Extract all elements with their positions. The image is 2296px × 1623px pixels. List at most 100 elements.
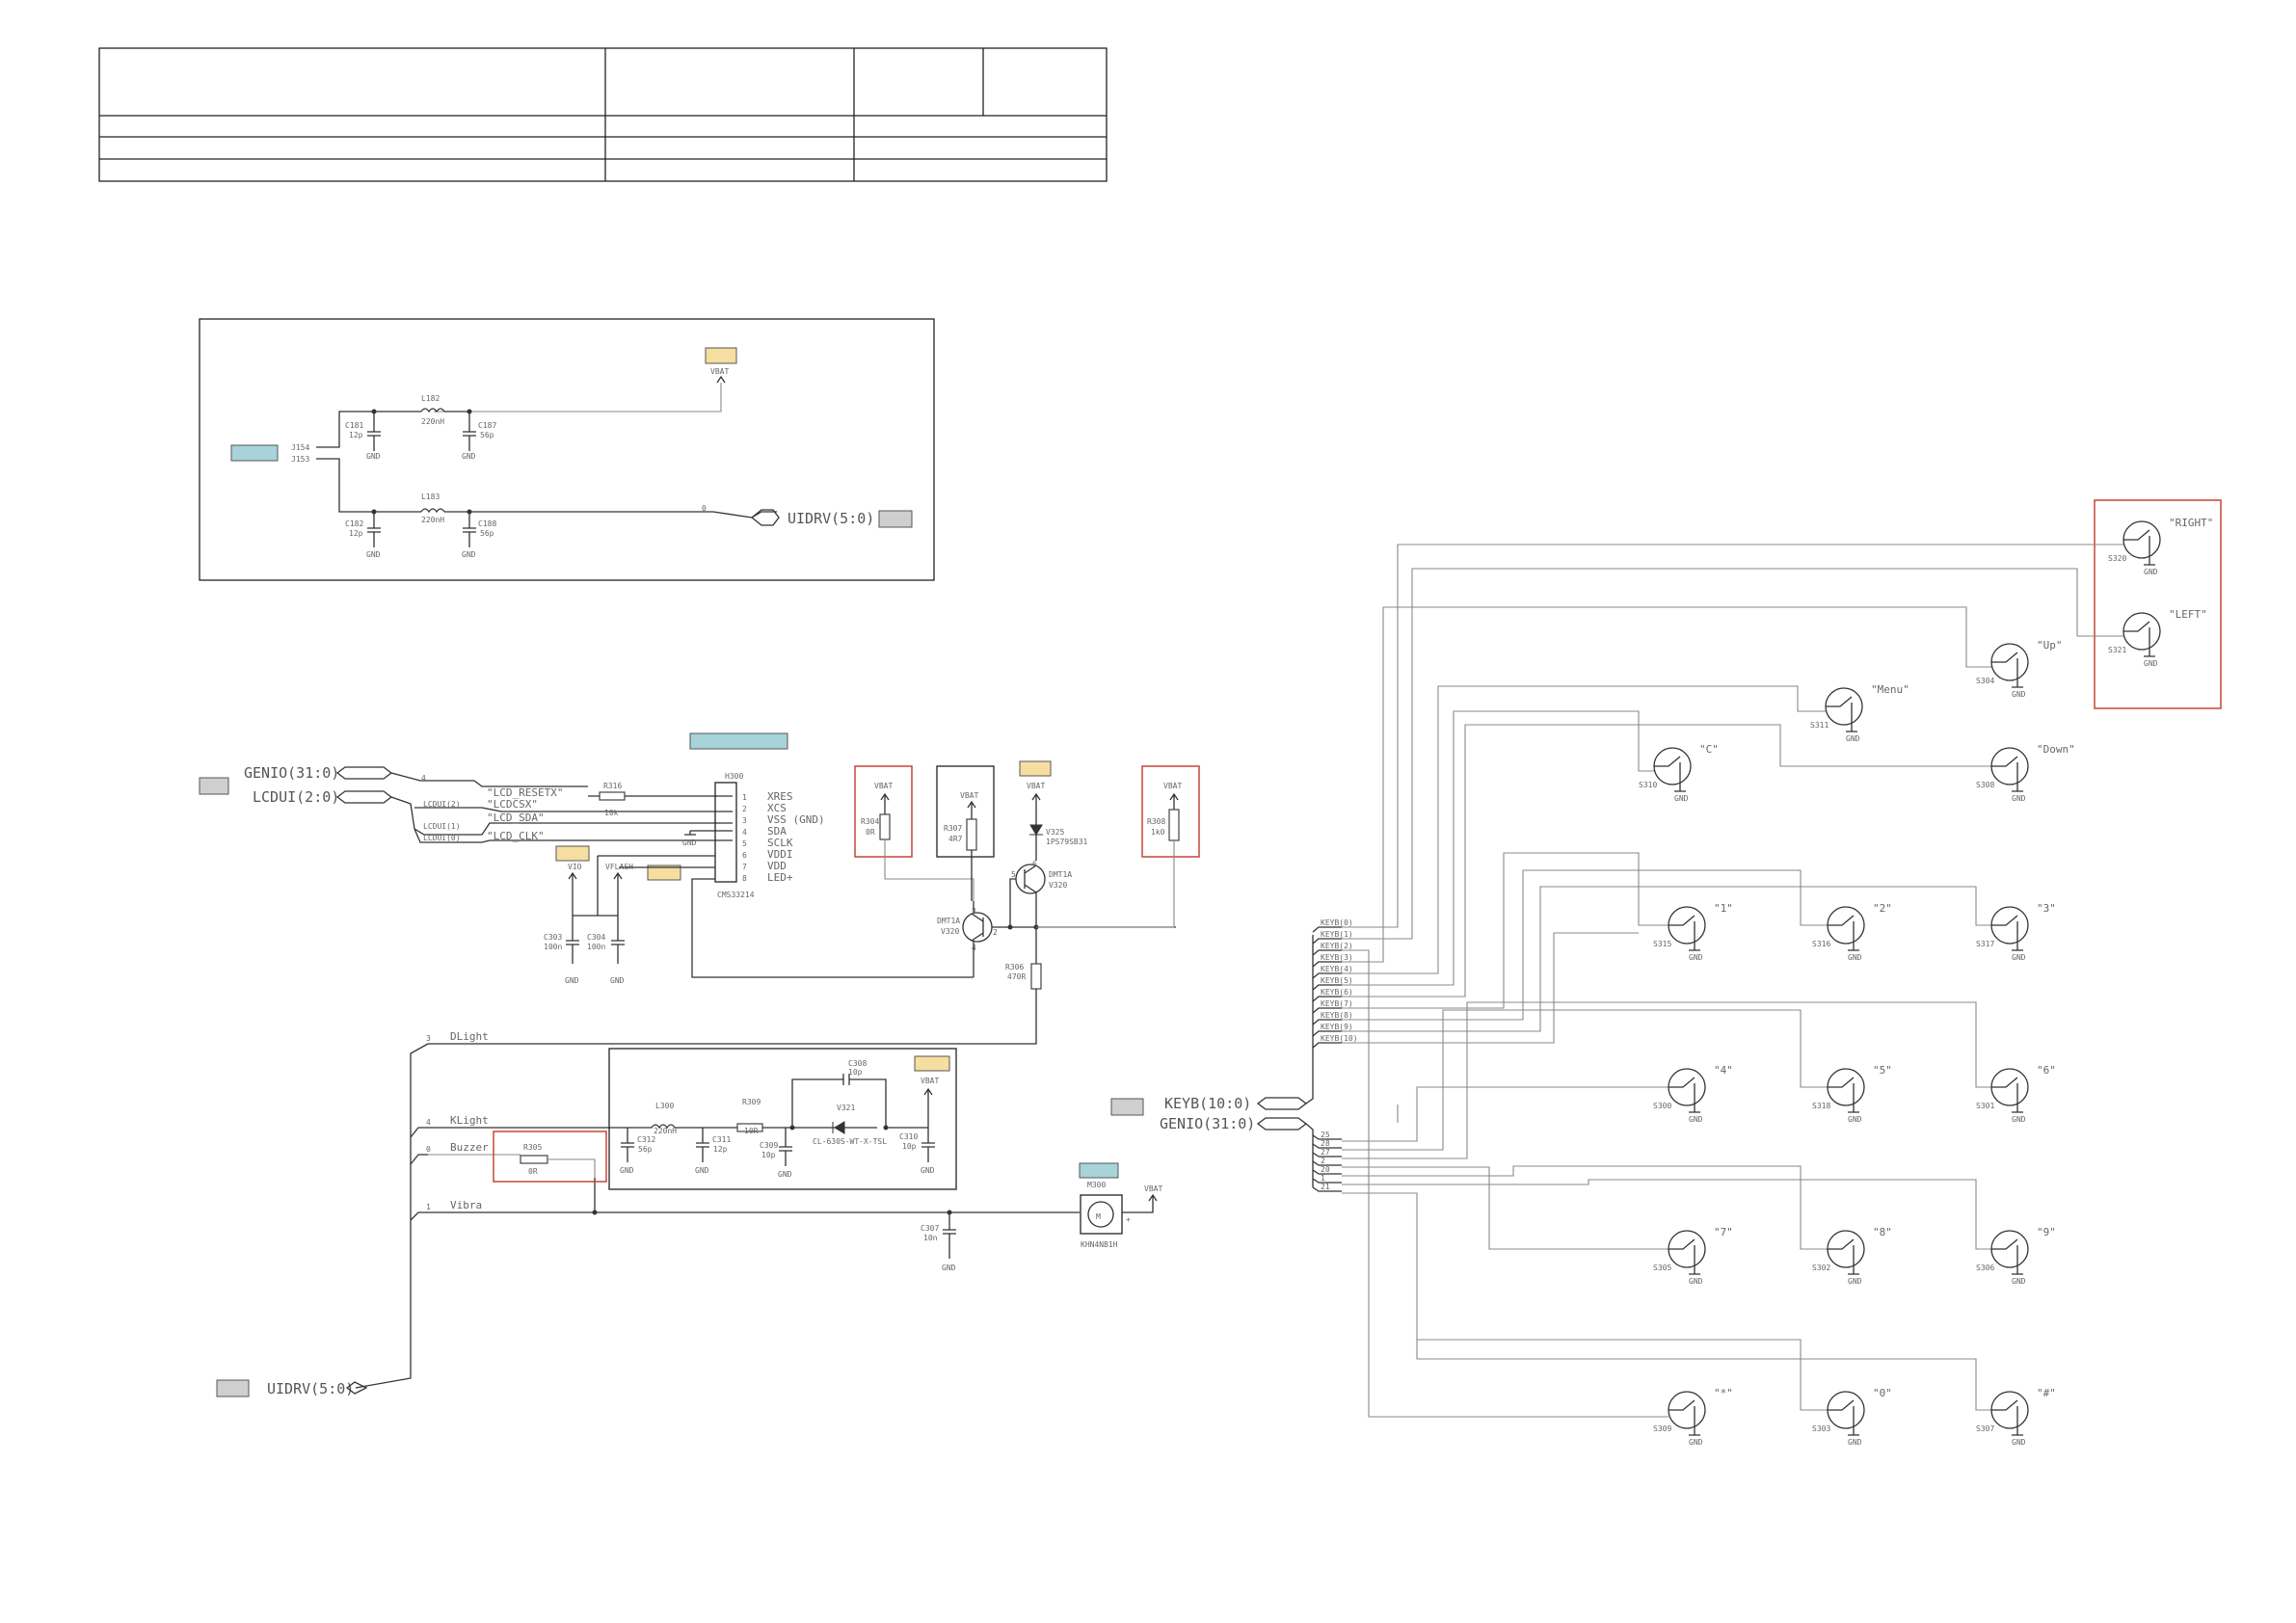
genio-keyb-label: GENIO(31:0)	[1160, 1115, 1255, 1132]
dlight-label: DLight	[450, 1030, 489, 1043]
gnd-c310: GND	[921, 1166, 935, 1175]
gnd-c181: GND	[366, 452, 381, 461]
pin-1: 1	[742, 793, 747, 802]
lcdui-bus-icon	[335, 790, 393, 804]
keyb-pin-wire	[1312, 996, 1342, 1002]
c303-value: 100n	[544, 943, 562, 951]
offpage-connector-grey[interactable]	[878, 510, 913, 528]
switch-label: "6"	[2037, 1064, 2056, 1077]
c188-label: C188	[478, 519, 496, 528]
switch-label: "Down"	[2037, 743, 2075, 756]
switch-label: "Up"	[2037, 639, 2063, 652]
keyb-pin-wire	[1312, 972, 1342, 979]
vibra-motor: M300 M KHN4NB1H + VBAT C307 10n GND	[921, 1162, 1162, 1272]
genio-pin-label: 1	[1321, 1174, 1325, 1183]
keyb-pin-wire	[1312, 1007, 1342, 1014]
switch-ref: S320	[2108, 554, 2126, 563]
vflash-tag[interactable]	[647, 865, 681, 881]
c181-label: C181	[345, 421, 363, 430]
switch-contact-icon	[1828, 1077, 1859, 1113]
keyb-pin-wire	[1312, 984, 1342, 991]
keyb-pin-label: KEYB(5)	[1321, 976, 1353, 985]
switch-contact-icon	[1828, 1238, 1859, 1275]
keyb-pin-label: KEYB(9)	[1321, 1023, 1353, 1031]
h300-pin-list: 1 2 3 4 5 6 7 8 XRES XCS VSS (GND) SDA S…	[742, 790, 825, 884]
keyb-pin-label: KEYB(2)	[1321, 942, 1353, 950]
motor-icon	[1080, 1194, 1123, 1235]
r305-value: 0R	[528, 1167, 538, 1176]
pin-7: 7	[742, 863, 747, 871]
genio-pin-wire	[1312, 1143, 1342, 1149]
lcdui2-label: LCDUI(2)	[423, 800, 461, 809]
buzzer-pin: 0	[426, 1145, 431, 1154]
vbat-r304: VBAT	[874, 782, 893, 790]
offpage-connector-blue[interactable]	[230, 444, 279, 462]
switch-label: "4"	[1714, 1064, 1733, 1077]
keyb-offpage-tag[interactable]	[1110, 1098, 1144, 1116]
vbat-tag-keylight[interactable]	[914, 1055, 950, 1072]
keyb-pin-label: KEYB(3)	[1321, 953, 1353, 962]
uidrv-offpage-tag[interactable]	[216, 1379, 250, 1397]
q-top-pin6: 6	[1032, 860, 1037, 868]
r304-highlight	[854, 765, 913, 858]
gnd-vss: GND	[682, 838, 697, 847]
switch-ref: S303	[1812, 1424, 1830, 1433]
uidrv-bus-icon	[345, 1381, 368, 1395]
switch-label: "*"	[1714, 1387, 1733, 1399]
genio-pin-wire	[1312, 1134, 1342, 1140]
m300-label: M300	[1087, 1181, 1106, 1189]
vio-tag[interactable]	[555, 845, 590, 862]
c182-value: 12p	[349, 529, 363, 538]
genio-pin: 4	[421, 774, 426, 783]
c311-label: C311	[712, 1135, 731, 1144]
m300-tag[interactable]	[1079, 1162, 1119, 1179]
ui-drive-lines: 3 DLight 4 KLight 0 Buzzer 1 Vibra UIDRV…	[216, 1030, 1080, 1397]
switch-gnd: GND	[1848, 1115, 1862, 1124]
gnd-c312: GND	[620, 1166, 634, 1175]
keyb-pin-label: KEYB(1)	[1321, 930, 1353, 939]
vbat-tag-driver[interactable]	[1019, 760, 1052, 777]
r305-highlight	[493, 1131, 607, 1183]
genio-pin-label: 20	[1321, 1165, 1330, 1174]
genio-offpage-tag[interactable]	[199, 777, 229, 795]
switch-ref: S317	[1976, 940, 1994, 948]
lcd-title-tag[interactable]	[689, 732, 788, 750]
r306-value: 470R	[1007, 972, 1026, 981]
genio-pin-wire	[1312, 1186, 1342, 1192]
switch-contact-icon	[1991, 1238, 2023, 1275]
switch-gnd: GND	[2144, 659, 2158, 668]
pin-2: 2	[742, 805, 747, 813]
c310-label: C310	[899, 1132, 918, 1141]
switch-gnd: GND	[2012, 1115, 2026, 1124]
genio-bus-icon	[335, 766, 393, 780]
vbat-keylight: VBAT	[921, 1077, 939, 1085]
pin-name-6: VDDI	[767, 848, 793, 861]
genio-label: GENIO(31:0)	[244, 764, 339, 782]
genio-pin-label: 28	[1321, 1139, 1330, 1148]
switch-gnd: GND	[1848, 1277, 1862, 1286]
vbat-tag[interactable]	[705, 347, 737, 364]
switch-label: "5"	[1873, 1064, 1892, 1077]
gnd-c307: GND	[942, 1264, 956, 1272]
switch-contact-icon	[2123, 621, 2155, 657]
pin-4: 4	[742, 828, 747, 837]
pin-5: 5	[742, 839, 747, 848]
